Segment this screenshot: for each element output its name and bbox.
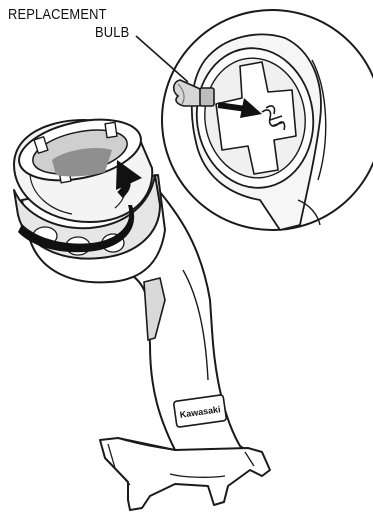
detail-zoom-circle	[162, 10, 373, 230]
battery-base	[100, 438, 270, 510]
lens-head	[14, 110, 165, 283]
callout-label-line2: BULB	[95, 24, 129, 42]
callout-label-line1: REPLACEMENT	[8, 6, 107, 24]
